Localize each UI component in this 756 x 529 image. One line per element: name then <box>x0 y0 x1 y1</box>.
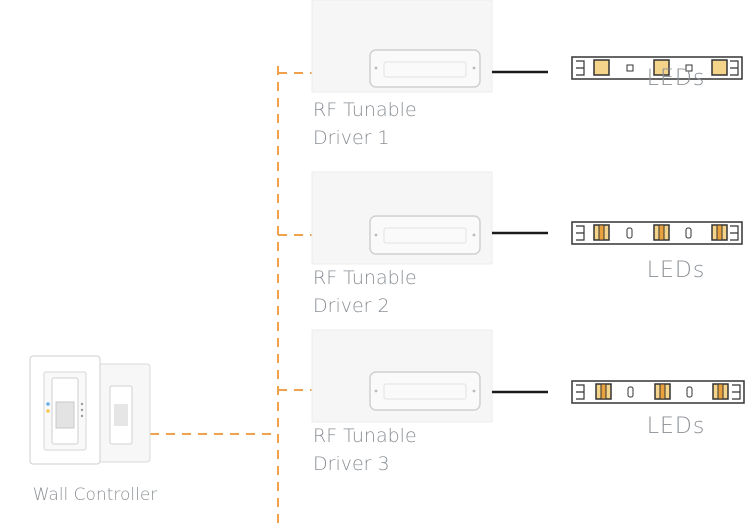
driver-label-3: RF Tunable Driver 3 <box>313 422 513 478</box>
driver-label-window <box>369 215 481 255</box>
driver-label-2: RF Tunable Driver 2 <box>313 264 513 320</box>
driver-label-line2: Driver 2 <box>313 295 390 317</box>
led-label-2: LEDs <box>646 258 706 283</box>
output-wires <box>492 70 548 394</box>
driver-label-line1: RF Tunable <box>313 267 417 289</box>
wall-controller-label: Wall Controller <box>32 485 158 505</box>
rf-links <box>150 66 312 529</box>
led-strip-1 <box>571 56 743 80</box>
driver-box-2 <box>311 171 493 265</box>
driver-label-window <box>369 49 481 88</box>
driver-label-line1: RF Tunable <box>313 425 417 447</box>
led-strip-3 <box>571 380 745 404</box>
led-chip <box>653 59 670 76</box>
led-strip-2 <box>571 221 743 245</box>
led-label-3: LEDs <box>646 414 706 439</box>
driver-label-line2: Driver 3 <box>313 453 390 475</box>
led-label-1: LEDs <box>646 66 706 91</box>
driver-box-1 <box>311 0 493 93</box>
led-chip <box>711 59 728 76</box>
driver-box-3 <box>311 329 493 423</box>
driver-label-1: RF Tunable Driver 1 <box>313 96 513 152</box>
wall-controller-image <box>29 355 151 465</box>
led-chip <box>593 59 610 76</box>
driver-label-line2: Driver 1 <box>313 127 390 149</box>
dimmer-slider <box>55 401 75 429</box>
driver-label-line1: RF Tunable <box>313 99 417 121</box>
driver-label-window <box>369 371 481 411</box>
